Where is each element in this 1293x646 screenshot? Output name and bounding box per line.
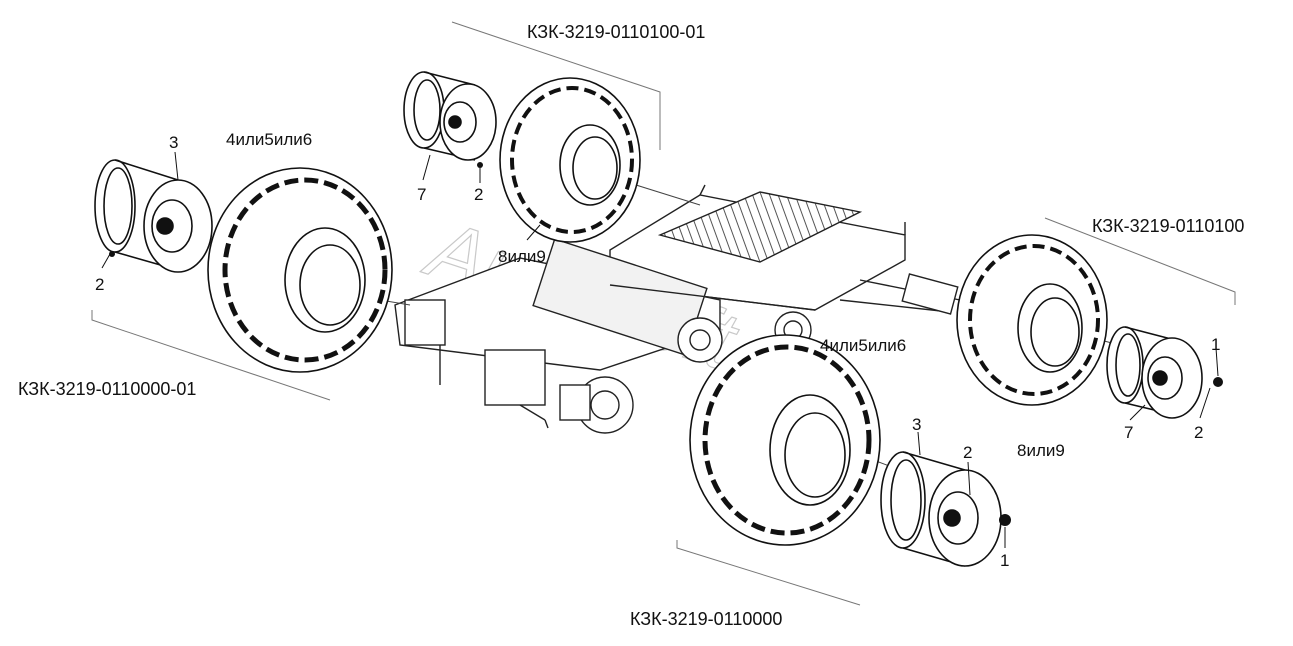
right-tire <box>956 234 1108 406</box>
callout-top-rim: 7 <box>417 185 426 204</box>
callout-left-tire: 4или5или6 <box>226 130 312 149</box>
right-rim <box>1106 326 1203 419</box>
callout-center-tire: 4или5или6 <box>820 336 906 355</box>
callout-bottom-rim: 3 <box>912 415 921 434</box>
callout-right-nut: 2 <box>1194 423 1203 442</box>
left-rim <box>94 159 213 273</box>
chassis-frame <box>394 184 961 434</box>
wheel-nuts <box>109 162 1223 526</box>
assembly-label-top: КЗК-3219-0110100-01 <box>527 22 705 42</box>
callout-top-tire: 8или9 <box>498 247 546 266</box>
assembly-label-right: КЗК-3219-0110100 <box>1092 216 1244 236</box>
callout-bottom-nut: 1 <box>1000 551 1009 570</box>
callout-top-nut: 2 <box>474 185 483 204</box>
assembly-brackets <box>91 21 1236 606</box>
callout-bottom-nut-top: 2 <box>963 443 972 462</box>
callout-leaders <box>101 151 1219 548</box>
left-tire <box>207 167 393 373</box>
callout-right-nut-top: 1 <box>1211 335 1220 354</box>
callout-left-nut: 2 <box>95 275 104 294</box>
center-tire <box>689 334 881 546</box>
top-tire <box>499 77 641 243</box>
assembly-label-left: КЗК-3219-0110000-01 <box>18 379 196 399</box>
bottom-rim <box>880 451 1002 567</box>
top-rim <box>403 71 497 161</box>
callout-left-rim: 3 <box>169 133 178 152</box>
callout-right-rim: 7 <box>1124 423 1133 442</box>
callout-right-tire: 8или9 <box>1017 441 1065 460</box>
assembly-label-bottom: КЗК-3219-0110000 <box>630 609 782 629</box>
